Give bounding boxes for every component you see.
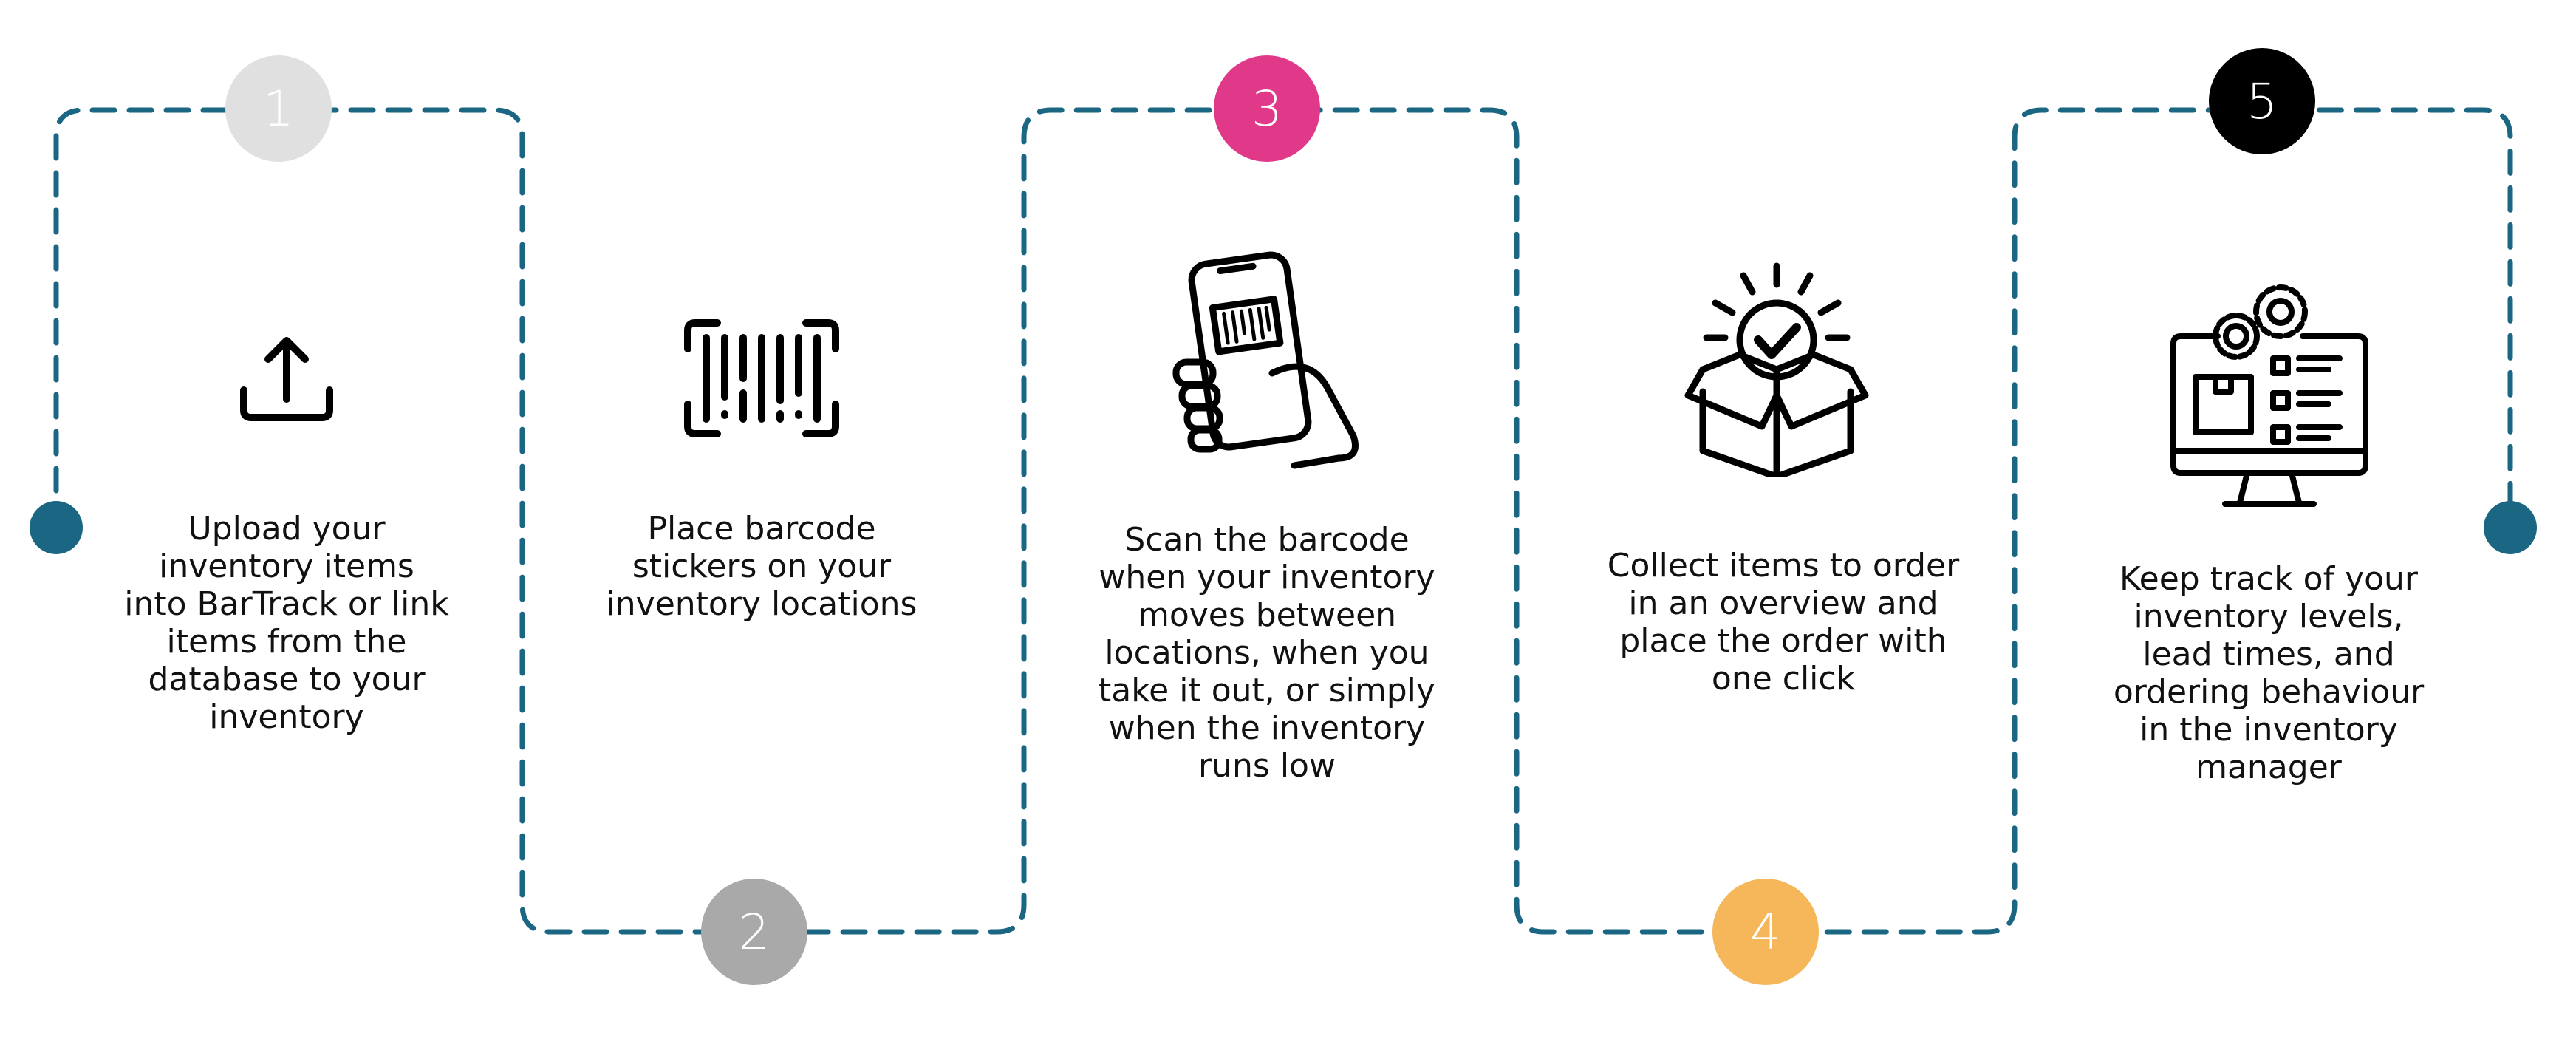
step-4-badge: 4: [1712, 879, 1819, 985]
upload-icon: [235, 333, 338, 429]
step-3-badge: 3: [1214, 55, 1320, 162]
phone-scan-icon: [1161, 251, 1368, 473]
step-2-badge: 2: [701, 879, 807, 985]
step-5-text: Keep track of your inventory levels, lea…: [2113, 560, 2425, 786]
step-1-badge: 1: [225, 55, 332, 162]
step-1-text: Upload your inventory items into BarTrac…: [124, 510, 449, 736]
step-3-text: Scan the barcode when your inventory mov…: [1099, 521, 1435, 785]
box-check-icon: [1684, 262, 1869, 477]
barcode-icon: [684, 319, 839, 437]
step-5-badge: 5: [2209, 48, 2315, 154]
step-4-text: Collect items to order in an overview an…: [1607, 547, 1960, 698]
start-dot: [30, 501, 83, 554]
monitor-inventory-icon: [2170, 281, 2369, 517]
step-2-text: Place barcode stickers on your inventory…: [606, 510, 918, 623]
end-dot: [2484, 501, 2537, 554]
